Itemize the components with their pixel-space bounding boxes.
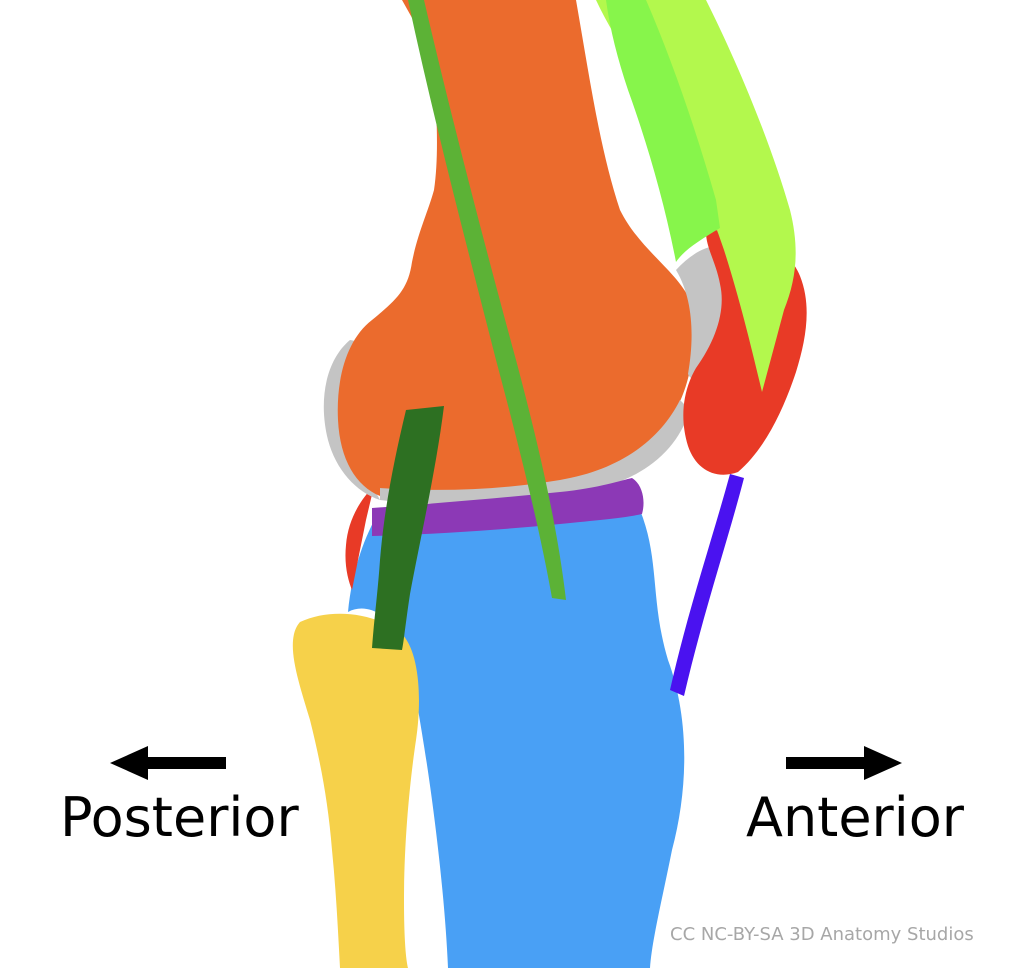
thin-tendon-strip <box>408 0 566 600</box>
anterior-arrow <box>786 746 902 780</box>
quadriceps-tendon-light <box>596 0 796 392</box>
posterior-arrow <box>110 746 226 780</box>
anterior-label: Anterior <box>746 786 965 849</box>
arrow-right-icon <box>786 746 902 780</box>
copyright-credit: CC NC-BY-SA 3D Anatomy Studios <box>670 924 974 945</box>
quadriceps-tendon-dark <box>606 0 720 262</box>
arrow-left-icon <box>110 746 226 780</box>
tibia <box>348 510 685 968</box>
femur-inferior-cartilage <box>380 400 690 505</box>
femur <box>337 0 694 497</box>
posterior-ligament <box>372 406 444 650</box>
posterior-tissue <box>345 486 374 590</box>
posterior-label: Posterior <box>60 786 299 849</box>
fibula <box>292 613 419 968</box>
patellar-ligament <box>670 474 744 696</box>
meniscus <box>372 478 644 536</box>
